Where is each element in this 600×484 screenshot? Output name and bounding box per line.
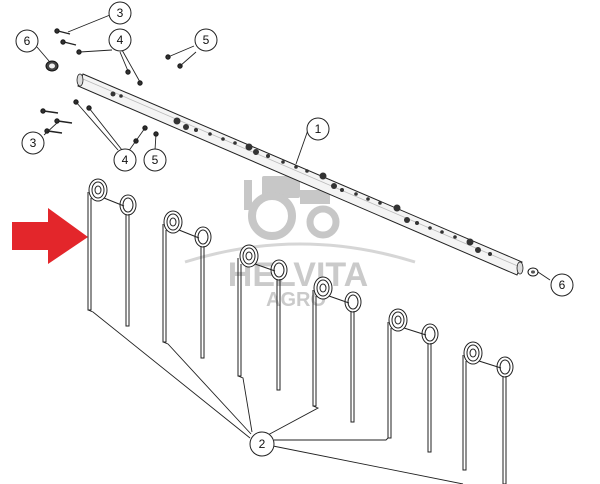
fasteners-bottom — [40, 99, 159, 144]
svg-text:3: 3 — [117, 6, 124, 20]
callout-4-top: 4 — [108, 28, 132, 52]
direction-arrow — [12, 208, 88, 264]
tine-1 — [87, 178, 137, 327]
callout-2: 2 — [249, 431, 275, 457]
callout-5-bottom: 5 — [143, 148, 167, 172]
callout-4-bottom: 4 — [113, 148, 137, 172]
svg-text:4: 4 — [122, 153, 129, 167]
tine-3 — [237, 244, 288, 391]
end-cap-right — [527, 267, 539, 277]
svg-text:5: 5 — [203, 33, 210, 47]
tube-bolts — [110, 91, 492, 256]
callout-6-right: 6 — [550, 273, 574, 297]
leader-lines — [36, 14, 551, 484]
tine-2 — [162, 210, 212, 359]
svg-text:3: 3 — [30, 136, 37, 150]
callout-5-top: 5 — [194, 28, 218, 52]
svg-text:5: 5 — [152, 153, 159, 167]
svg-text:1: 1 — [315, 122, 322, 136]
main-tube — [76, 73, 524, 276]
watermark-sub: AGRO — [266, 289, 326, 311]
end-cap-left — [45, 60, 59, 72]
callout-3-bottom: 3 — [21, 131, 45, 155]
callout-6-left: 6 — [15, 29, 39, 53]
tine-6 — [462, 341, 514, 484]
callouts: 1 2 3 3 4 4 5 5 6 6 — [15, 1, 574, 457]
svg-text:6: 6 — [559, 278, 566, 292]
callout-1: 1 — [306, 117, 330, 141]
svg-text:2: 2 — [259, 437, 266, 451]
svg-text:4: 4 — [117, 33, 124, 47]
tine-5 — [387, 308, 439, 453]
callout-3-top: 3 — [108, 1, 132, 25]
svg-text:6: 6 — [24, 34, 31, 48]
tine-set — [87, 178, 514, 484]
tine-4 — [312, 276, 362, 423]
watermark-logo: HELVITA AGRO — [184, 176, 416, 311]
